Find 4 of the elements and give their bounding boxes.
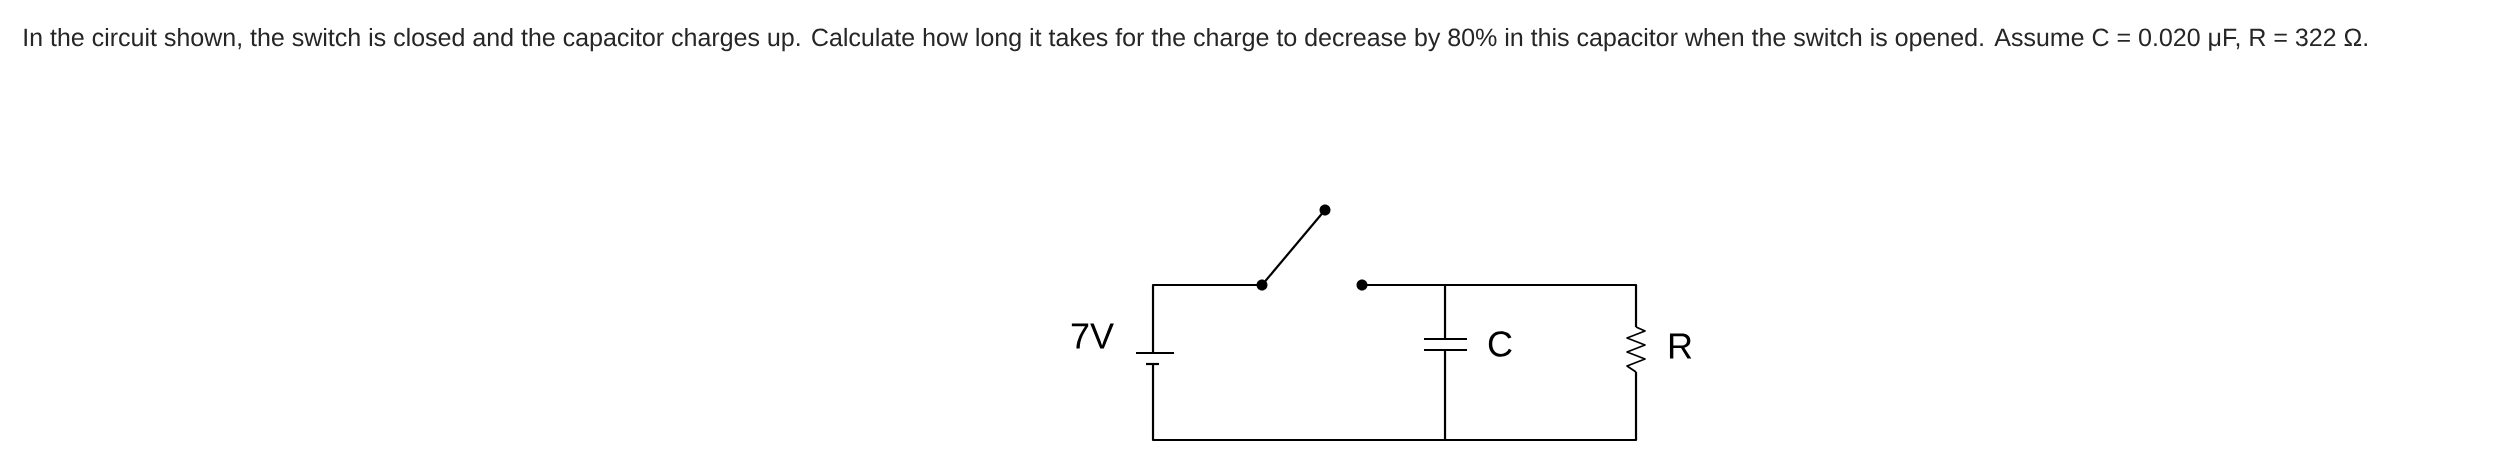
- question-text: In the circuit shown, the switch is closed and the capacitor charges up. Calculate how long it takes for the charge to decrease by 80% in this capacitor when the switch is opened. Assume C = 0.020 μF, R = 322 Ω.: [24, 27, 2367, 52]
- component-label: 7V: [1071, 323, 1114, 349]
- component-label: R: [1669, 333, 1692, 359]
- component-label: C: [1488, 331, 1512, 357]
